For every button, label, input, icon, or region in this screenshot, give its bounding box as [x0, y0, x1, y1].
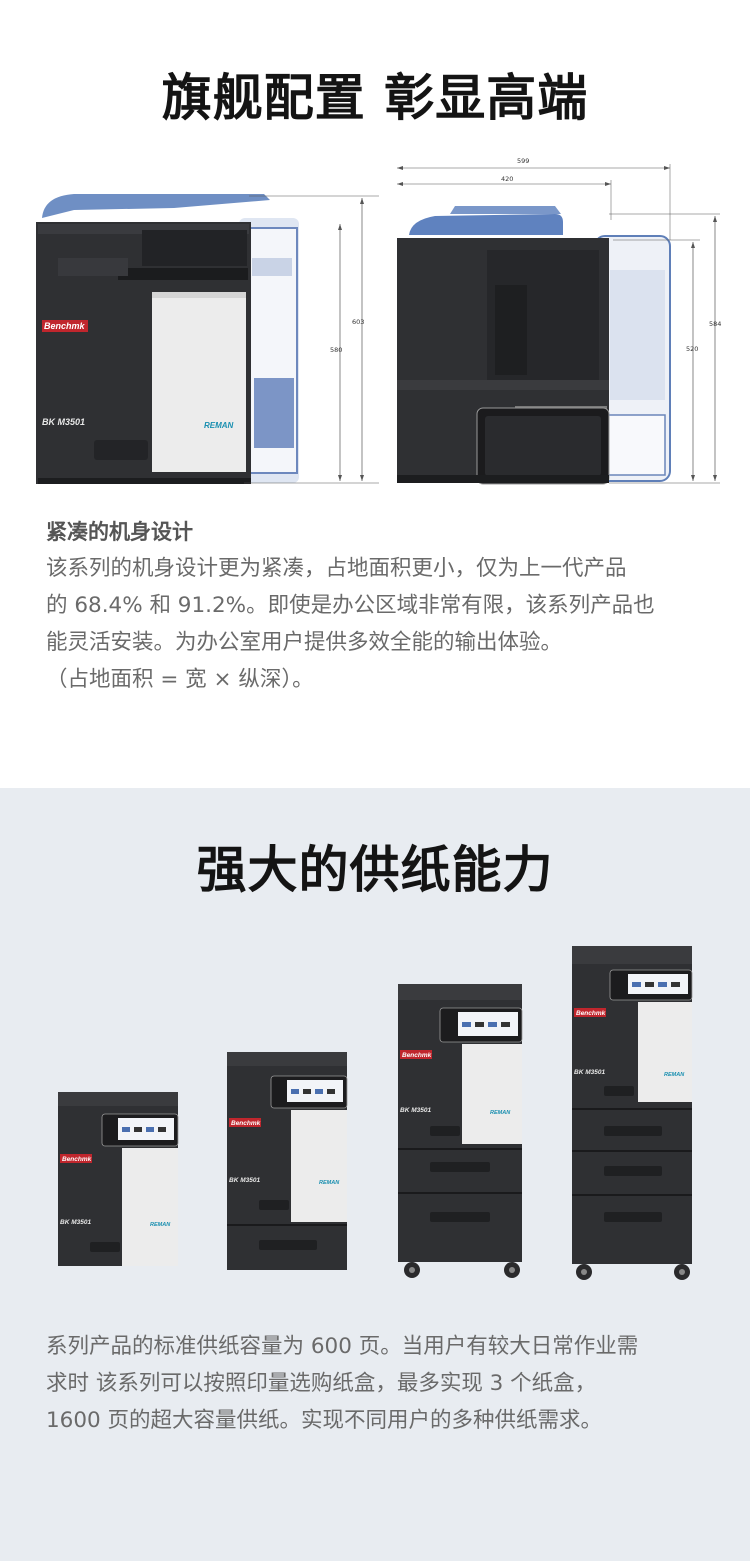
machine-1-model: BK M3501 [60, 1219, 91, 1226]
side-width-outer: 599 [517, 157, 529, 165]
compact-design-paragraph: 该系列的机身设计更为紧凑，占地面积更小，仅为上一代产品 的 68.4% 和 91… [46, 550, 706, 698]
side-width-inner: 420 [501, 175, 513, 183]
machine-4-badge: REMAN [664, 1072, 685, 1078]
front-height-outer: 603 [352, 318, 364, 326]
machine-4-brand: Benchmk [576, 1010, 606, 1017]
paragraph-line: （占地面积 = 宽 × 纵深）。 [46, 667, 314, 692]
front-view-figure: Benchmk BK M3501 REMAN 603 580 [36, 194, 379, 484]
section1-title: 旗舰配置 彰显高端 [161, 69, 589, 127]
machine-2-model: BK M3501 [229, 1177, 260, 1184]
front-brand-text: Benchmk [44, 321, 86, 331]
machine-1-figure: Benchmk BK M3501 REMAN [58, 1092, 179, 1266]
section2-title: 强大的供纸能力 [196, 841, 554, 899]
paragraph-line: 的 68.4% 和 91.2%。即使是办公区域非常有限，该系列产品也 [46, 593, 655, 618]
machine-3-badge: REMAN [490, 1110, 511, 1116]
side-view-figure: 599 420 584 520 [397, 157, 721, 485]
compact-design-subtitle: 紧凑的机身设计 [46, 520, 193, 544]
side-height-inner: 520 [686, 345, 698, 353]
paragraph-line: 该系列的机身设计更为紧凑，占地面积更小，仅为上一代产品 [46, 556, 627, 581]
machine-4-figure: Benchmk BK M3501 REMAN [572, 946, 693, 1280]
paragraph-line: 能灵活安装。为办公室用户提供多效全能的输出体验。 [46, 630, 563, 655]
paragraph-line: 1600 页的超大容量供纸。实现不同用户的多种供纸需求。 [46, 1408, 603, 1433]
compact-design-section: 旗舰配置 彰显高端 Benchmk BK M3501 REMAN [36, 69, 722, 698]
machine-2-figure: Benchmk BK M3501 REMAN [227, 1052, 348, 1270]
machine-1-badge: REMAN [150, 1222, 171, 1228]
paragraph-line: 求时 该系列可以按照印量选购纸盒，最多实现 3 个纸盒， [46, 1371, 597, 1396]
paragraph-line: 系列产品的标准供纸容量为 600 页。当用户有较大日常作业需 [46, 1334, 639, 1359]
machine-3-model: BK M3501 [400, 1107, 431, 1114]
side-height-outer: 584 [709, 320, 721, 328]
front-height-inner: 580 [330, 346, 342, 354]
machine-3-figure: Benchmk BK M3501 REMAN [398, 984, 523, 1278]
machine-2-brand: Benchmk [231, 1120, 261, 1127]
machine-3-brand: Benchmk [402, 1052, 432, 1059]
front-badge-text: REMAN [204, 421, 234, 430]
machine-1-brand: Benchmk [62, 1156, 92, 1163]
front-model-text: BK M3501 [42, 417, 85, 427]
paper-supply-paragraph: 系列产品的标准供纸容量为 600 页。当用户有较大日常作业需 求时 该系列可以按… [46, 1328, 706, 1439]
paper-supply-section: 强大的供纸能力 Benchmk BK M3501 REMAN Benchmk B… [0, 788, 750, 1561]
machine-2-badge: REMAN [319, 1180, 340, 1186]
machine-4-model: BK M3501 [574, 1069, 605, 1076]
